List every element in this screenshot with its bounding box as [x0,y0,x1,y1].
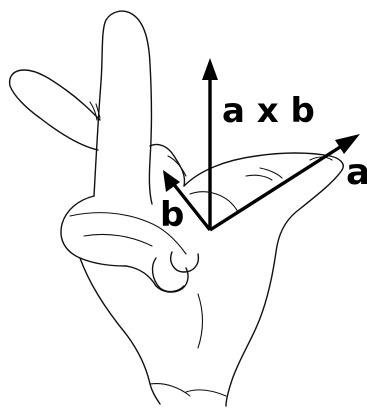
thumb-crease [246,168,282,180]
middle-finger [10,70,100,150]
palm-crease [198,294,203,348]
fingertip-2 [171,252,199,272]
arrowhead-a-cross-b [202,58,218,80]
labels: a x b a b [160,91,367,235]
label-a-cross-b: a x b [222,91,315,131]
thumb-upper [184,153,343,186]
wrist-right-edge [226,328,256,406]
label-b: b [160,195,184,235]
index-finger [94,11,152,204]
label-a: a [346,152,367,193]
vectors [163,58,360,230]
finger-fold-2 [84,234,152,246]
rotation-arc [190,192,238,212]
palm-left-edge [80,258,160,404]
wrist-crease [150,384,226,396]
arrowhead-a [335,134,360,154]
